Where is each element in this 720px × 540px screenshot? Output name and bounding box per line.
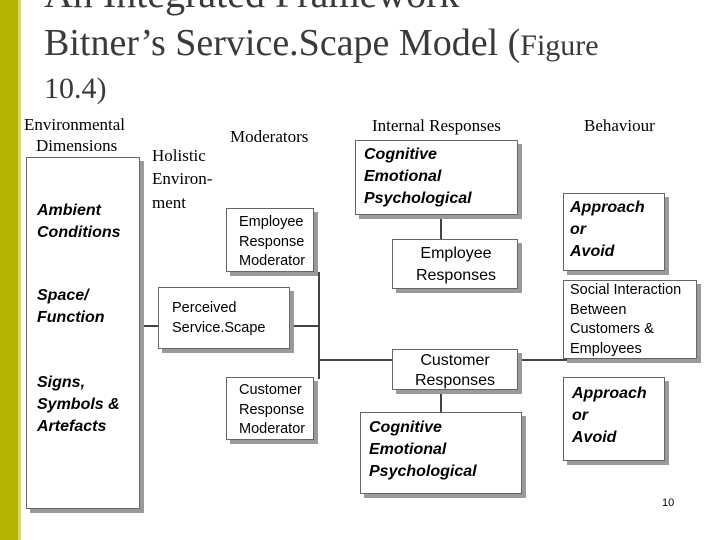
- box-space-function: Space/ Function: [37, 285, 105, 329]
- slide-title-line-1: An Integrated Framework: [44, 0, 459, 14]
- app-top-line-2: or: [570, 221, 586, 238]
- emp-mod-line-3: Moderator: [239, 253, 306, 269]
- box-customer-response-moderator: Customer Response Moderator: [226, 377, 314, 440]
- cust-mod-line-2: Response: [239, 401, 305, 418]
- cog-bot-line-2: Emotional: [369, 441, 447, 458]
- box-employee-response-moderator: Employee Response Moderator: [226, 208, 314, 272]
- cog-top-line-3: Psychological: [364, 190, 472, 207]
- left-accent-line: [18, 0, 21, 540]
- cust-resp-line-2: Responses: [414, 372, 496, 389]
- box-social-interaction: Social Interaction Between Customers & E…: [563, 280, 697, 359]
- cog-bot-line-3: Psychological: [369, 463, 477, 480]
- slide-title-figure: Figure: [520, 29, 599, 62]
- emp-resp-line-1: Employee: [420, 245, 492, 262]
- heading-behaviour: Behaviour: [584, 116, 655, 135]
- signs-line-3: Artefacts: [37, 418, 107, 435]
- social-line-2: Between: [570, 301, 627, 318]
- cog-top-line-1: Cognitive: [364, 146, 437, 163]
- signs-line-2: Symbols &: [37, 396, 120, 413]
- connector-cognitive-top-to-employee: [440, 215, 442, 239]
- perceived-line-2: Service.Scape: [172, 319, 266, 336]
- left-accent-stripe: [0, 0, 18, 540]
- perceived-line-1: Perceived: [172, 300, 237, 316]
- heading-internal-responses: Internal Responses: [372, 116, 501, 135]
- environmental-dimensions-panel: Ambient Conditions Space/ Function Signs…: [26, 157, 140, 509]
- social-line-4: Employees: [570, 340, 642, 357]
- cog-bot-line-1: Cognitive: [369, 419, 442, 436]
- social-line-3: Customers &: [570, 321, 654, 337]
- space-line-2: Function: [37, 309, 105, 326]
- box-cognitive-top: Cognitive Emotional Psychological: [355, 140, 518, 215]
- emp-resp-line-2: Responses: [415, 267, 497, 284]
- box-perceived-servicescape: Perceived Service.Scape: [158, 287, 290, 349]
- ambient-line-1: Ambient: [37, 202, 101, 219]
- cust-resp-line-1: Customer: [420, 352, 490, 369]
- slide-title-main: Bitner’s Service.Scape Model (: [44, 22, 521, 64]
- heading-dimensions: Dimensions: [36, 136, 118, 155]
- app-top-line-1: Approach: [570, 199, 645, 216]
- emp-mod-line-2: Response: [239, 233, 305, 250]
- app-top-line-3: Avoid: [570, 243, 615, 260]
- cog-top-line-2: Emotional: [364, 168, 442, 185]
- cust-mod-line-3: Moderator: [239, 421, 306, 437]
- emp-mod-line-1: Employee: [239, 214, 304, 230]
- page-number: 10: [662, 497, 675, 509]
- box-approach-avoid-top: Approach or Avoid: [563, 193, 665, 271]
- box-approach-avoid-bottom: Approach or Avoid: [563, 377, 665, 461]
- connector-vertical-spine: [318, 272, 320, 379]
- cust-mod-line-1: Customer: [239, 382, 302, 398]
- connector-customer-to-cognitive: [440, 390, 442, 412]
- box-employee-responses: Employee Responses: [392, 239, 518, 289]
- space-line-1: Space/: [37, 287, 89, 304]
- app-bot-line-3: Avoid: [572, 429, 617, 446]
- box-ambient-conditions: Ambient Conditions: [37, 200, 121, 244]
- box-signs-symbols: Signs, Symbols & Artefacts: [37, 372, 120, 438]
- connector-dimensions-to-perceived: [140, 325, 158, 327]
- heading-holistic-environ: Environ-: [152, 169, 213, 188]
- app-bot-line-2: or: [572, 407, 588, 424]
- ambient-line-2: Conditions: [37, 224, 121, 241]
- heading-holistic-ment: ment: [152, 193, 186, 212]
- box-customer-responses: Customer Responses: [392, 349, 518, 390]
- slide-title-line-3: 10.4): [44, 72, 107, 105]
- box-cognitive-bottom: Cognitive Emotional Psychological: [360, 412, 522, 494]
- heading-environmental: Environmental: [24, 115, 126, 134]
- social-line-1: Social Interaction: [570, 282, 682, 298]
- signs-line-1: Signs,: [37, 374, 86, 391]
- app-bot-line-1: Approach: [572, 385, 647, 402]
- connector-perceived-to-spine: [290, 325, 320, 327]
- heading-moderators: Moderators: [230, 127, 309, 146]
- slide-title-line-2: Bitner’s Service.Scape Model (Figure: [44, 24, 599, 62]
- heading-holistic: Holistic: [152, 146, 206, 165]
